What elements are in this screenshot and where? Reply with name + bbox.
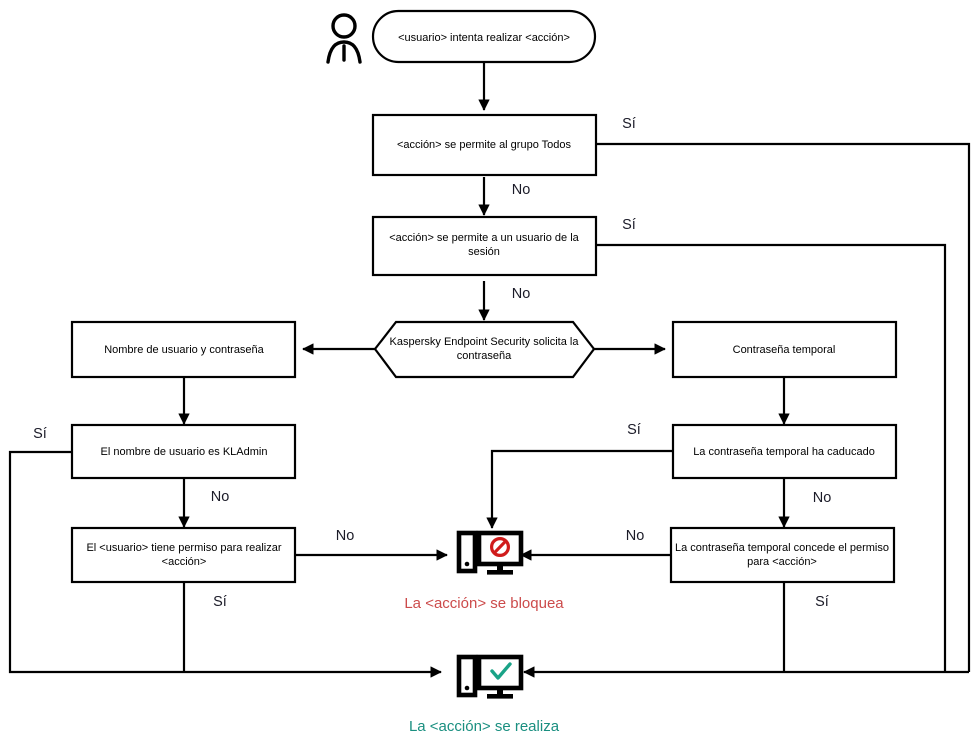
node-is-kladmin-label: El nombre de usuario es KLAdmin (101, 446, 268, 458)
node-start-label: <usuario> intenta realizar <acción> (398, 32, 570, 44)
edge-label-no-kladmin: No (211, 489, 230, 505)
edge-everyone-yes (596, 142, 971, 672)
node-temp-expired[interactable]: La contraseña temporal ha caducado (671, 423, 898, 480)
node-temp-grants-permission-label-2: para <acción> (747, 556, 817, 568)
edge-kladmin-yes (8, 450, 442, 678)
node-allowed-everyone-label: <acción> se permite al grupo Todos (397, 139, 572, 151)
edge-label-no-permission: No (336, 528, 355, 544)
node-user-has-permission[interactable]: El <usuario> tiene permiso para realizar… (70, 526, 297, 584)
node-user-has-permission-label-1: El <usuario> tiene permiso para realizar (86, 542, 281, 554)
edge-label-yes-grants: Sí (815, 594, 829, 610)
node-user-has-permission-label-2: <acción> (162, 556, 207, 568)
edge-label-no-grants: No (626, 528, 645, 544)
edge-label-yes-everyone: Sí (622, 116, 636, 132)
node-temp-grants-permission-label-1: La contraseña temporal concede el permis… (675, 542, 889, 554)
monitor-check-icon (456, 654, 524, 699)
node-allowed-session-user-label-1: <acción> se permite a un usuario de la (389, 232, 579, 244)
node-user-password[interactable]: Nombre de usuario y contraseña (70, 320, 297, 379)
node-allowed-session-user[interactable]: <acción> se permite a un usuario de la s… (371, 215, 598, 277)
edge-label-no-everyone: No (512, 182, 531, 198)
node-password-prompt[interactable]: Kaspersky Endpoint Security solicita la … (373, 320, 596, 379)
edge-label-yes-session: Sí (622, 217, 636, 233)
blocked-outcome-label: La <acción> se bloquea (404, 595, 564, 612)
allowed-outcome-label: La <acción> se realiza (409, 718, 560, 735)
edge-label-layer: Sí No Sí No Sí No Sí No No Sí No Sí (33, 116, 831, 610)
monitor-blocked-icon (456, 530, 524, 575)
node-start[interactable]: <usuario> intenta realizar <acción> (371, 9, 597, 64)
node-allowed-everyone[interactable]: <acción> se permite al grupo Todos (371, 113, 598, 177)
edge-label-no-expired: No (813, 490, 832, 506)
edge-layer (8, 62, 971, 678)
edge-expired-yes (486, 449, 674, 529)
node-temp-grants-permission[interactable]: La contraseña temporal concede el permis… (669, 526, 896, 584)
edge-label-no-session: No (512, 286, 531, 302)
node-temp-expired-label: La contraseña temporal ha caducado (693, 446, 875, 458)
edge-label-yes-permission: Sí (213, 594, 227, 610)
node-temp-password-label: Contraseña temporal (733, 344, 836, 356)
node-temp-password[interactable]: Contraseña temporal (671, 320, 898, 379)
node-allowed-session-user-label-2: sesión (468, 246, 500, 258)
edge-label-yes-expired: Sí (627, 422, 641, 438)
edge-session-yes (596, 243, 947, 672)
node-user-password-label: Nombre de usuario y contraseña (104, 344, 264, 356)
node-is-kladmin[interactable]: El nombre de usuario es KLAdmin (70, 423, 297, 480)
edge-label-yes-kladmin: Sí (33, 426, 47, 442)
node-password-prompt-label-2: contraseña (457, 350, 512, 362)
node-password-prompt-label-1: Kaspersky Endpoint Security solicita la (390, 336, 580, 348)
actor-user-icon (326, 13, 362, 64)
